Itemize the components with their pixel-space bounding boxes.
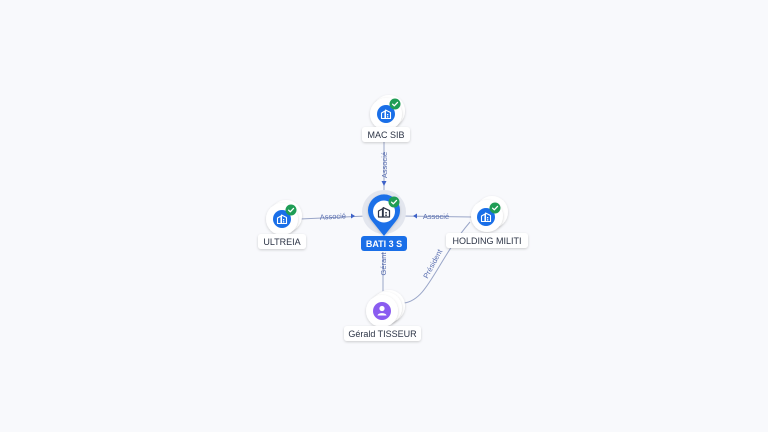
node-label: HOLDING MILITI: [452, 236, 521, 246]
node-label-bg: [446, 233, 528, 248]
check-badge-icon: [389, 98, 401, 110]
node-holding-militi[interactable]: HOLDING MILITI: [446, 196, 528, 248]
node-ultreia[interactable]: ULTREIA: [258, 200, 306, 249]
node-label: MAC SIB: [367, 130, 404, 140]
edge-label-mac-sib: Associé: [380, 152, 389, 178]
person-icon: [377, 305, 387, 316]
edge-line: [400, 215, 473, 218]
edge-gerald-center: Gérant: [379, 252, 388, 292]
node-label-bg: [362, 127, 410, 142]
node-gerald-tisseur[interactable]: Gérald TISSEUR: [344, 290, 421, 341]
edge-mac-sib-center: Associé: [380, 140, 389, 192]
center-label: BATI 3 S: [366, 239, 402, 249]
edge-arrow: [351, 213, 355, 219]
node-mac-sib[interactable]: MAC SIB: [362, 95, 410, 142]
check-badge-icon: [388, 196, 400, 208]
node-label: ULTREIA: [263, 237, 300, 247]
edge-label-ultreia: Associé: [320, 211, 347, 221]
building-icon: [377, 207, 391, 218]
center-label-bg: [361, 236, 407, 251]
edge-arrow: [413, 213, 417, 219]
edge-label-gerald-center: Gérant: [379, 252, 388, 276]
edge-holding-center: Associé: [400, 212, 473, 221]
edge-arrow: [381, 181, 387, 186]
node-label-bg: [258, 234, 306, 249]
check-badge-icon: [285, 204, 297, 216]
node-label: Gérald TISSEUR: [348, 329, 417, 339]
edge-ultreia-center: Associé: [299, 211, 367, 222]
edge-line: [299, 215, 367, 220]
node-center-bati-3-s[interactable]: BATI 3 S: [361, 190, 407, 251]
node-label-bg: [344, 326, 421, 341]
edge-label-holding: Associé: [423, 212, 449, 221]
check-badge-icon: [489, 202, 501, 214]
